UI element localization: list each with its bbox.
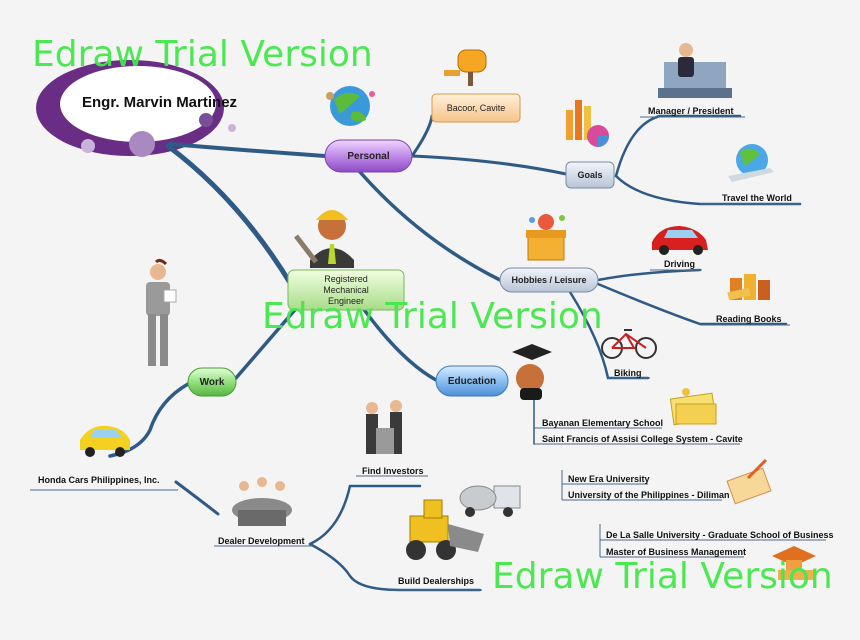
notepad-icon: [726, 458, 772, 505]
central-node[interactable]: [36, 60, 236, 157]
education-item: University of the Philippines - Diliman: [568, 490, 730, 500]
meeting-icon: [232, 477, 292, 526]
graduation-cap-icon: [772, 546, 816, 580]
watermark: Edraw Trial Version: [32, 34, 373, 75]
work-label: Work: [199, 376, 225, 388]
handshake-icon: [366, 400, 402, 454]
red-car-icon: [652, 226, 708, 255]
location-node[interactable]: [431, 93, 521, 123]
watermark: Edraw Trial Version: [492, 556, 833, 597]
businessman-icon: [146, 258, 177, 366]
goals-label: Goals: [577, 170, 603, 180]
goal-item: Travel the World: [722, 193, 792, 203]
notebook-pencil-icon: [669, 388, 717, 426]
mixer-truck-icon: [459, 485, 521, 517]
location-label: Bacoor, Cavite: [446, 103, 506, 113]
underlines: [30, 116, 826, 591]
personal-node[interactable]: [324, 139, 413, 173]
work-task: Build Dealerships: [398, 576, 475, 586]
mailbox-icon: [444, 49, 487, 86]
education-item: Saint Francis of Assisi College System -…: [542, 434, 743, 444]
main-topic-label: Registered Mechanical Engineer: [323, 273, 369, 306]
yellow-car-icon: [80, 425, 130, 457]
engineer-icon: [294, 210, 354, 268]
loader-icon: [406, 499, 484, 560]
hobby-item: Driving: [664, 259, 696, 269]
education-item: New Era University: [568, 474, 650, 484]
education-node[interactable]: [435, 365, 509, 397]
travel-globe-icon: [728, 144, 774, 182]
education-item: De La Salle University - Graduate School…: [606, 530, 834, 540]
goal-item: Manager / President: [648, 106, 734, 116]
work-node[interactable]: [187, 367, 237, 397]
hobbies-node[interactable]: [499, 267, 599, 293]
gift-box-icon: [526, 214, 566, 261]
goals-node[interactable]: [565, 161, 615, 189]
main-topic-node[interactable]: [287, 269, 405, 311]
hobbies-label: Hobbies / Leisure: [511, 275, 587, 285]
connectors: [108, 114, 802, 592]
central-title: Engr. Marvin Martinez: [82, 94, 238, 111]
bicycle-icon: [601, 329, 657, 359]
books-icon: [727, 274, 770, 301]
education-label: Education: [447, 375, 497, 387]
education-item: Bayanan Elementary School: [542, 418, 664, 428]
hobby-item: Reading Books: [716, 314, 782, 324]
watermark: Edraw Trial Version: [262, 296, 603, 337]
hobby-item: Biking: [614, 368, 642, 378]
work-role: Dealer Development: [218, 536, 305, 546]
personal-label: Personal: [347, 150, 390, 162]
globe-icon: [326, 86, 375, 126]
work-task: Find Investors: [362, 466, 424, 476]
manager-desk-icon: [658, 43, 732, 98]
graduate-icon: [512, 344, 552, 400]
bar-chart-icon: [566, 100, 609, 147]
work-company: Honda Cars Philippines, Inc.: [38, 475, 160, 485]
education-item: Master of Business Management: [606, 547, 747, 557]
